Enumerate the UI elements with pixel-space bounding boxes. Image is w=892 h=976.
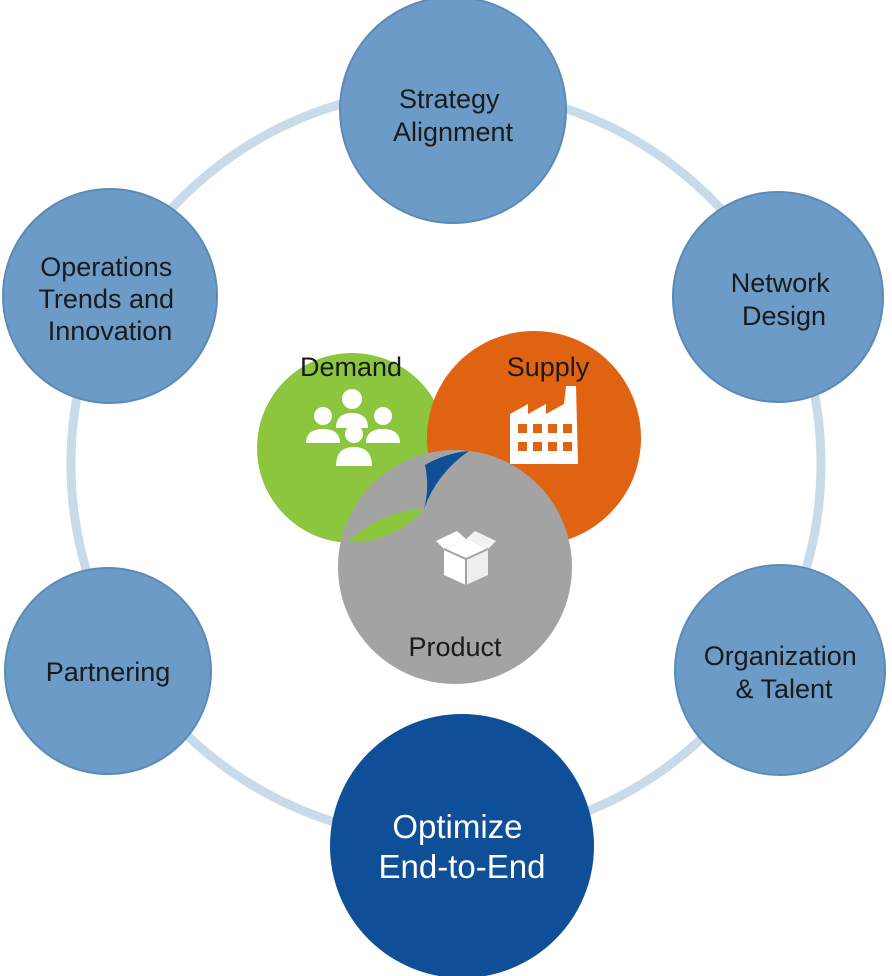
- node-network-circle: [672, 191, 884, 403]
- node-optimize-line-2: End-to-End: [379, 848, 546, 885]
- svg-text:Operations Trends and: Operations Trends and Innovation: [38, 252, 181, 346]
- node-organization-talent: Organization & Talent: [674, 564, 886, 776]
- node-organization-circle: [674, 564, 886, 776]
- venn-demand-label: Demand: [300, 352, 402, 382]
- node-optimize-line-1: Optimize: [392, 808, 522, 845]
- venn-supply-label: Supply: [507, 352, 590, 382]
- factory-icon: [510, 386, 578, 464]
- node-network-line-1: Network: [731, 268, 831, 298]
- node-operations-line-2: Trends and: [38, 284, 174, 314]
- node-operations-line-3: Innovation: [48, 316, 173, 346]
- svg-text:Optimize End-to-End: Optimize End-to-End: [379, 808, 546, 885]
- node-organization-line-1: Organization: [704, 641, 857, 671]
- node-network-design: Network Design: [672, 191, 884, 403]
- node-operations-line-1: Operations: [40, 252, 172, 282]
- svg-text:Strategy Alignment: Strategy Alignment: [393, 84, 514, 147]
- node-network-line-2: Design: [742, 301, 826, 331]
- svg-text:Network Design: Network Design: [731, 268, 838, 331]
- node-operations-trends-innovation: Operations Trends and Innovation: [2, 188, 218, 404]
- node-organization-line-2: & Talent: [735, 674, 833, 704]
- node-strategy-alignment: Strategy Alignment: [339, 0, 567, 224]
- venn-demand-product-overlap: [347, 509, 424, 543]
- node-partnering: Partnering: [4, 567, 212, 775]
- svg-text:Organization & Talent: Organization & Talent: [704, 641, 865, 704]
- node-strategy-line-2: Alignment: [393, 117, 514, 147]
- node-operations-circle: [2, 188, 218, 404]
- venn-center-overlap: [424, 451, 469, 509]
- node-strategy-circle: [339, 0, 567, 224]
- svg-text:Partnering: Partnering: [46, 657, 171, 687]
- node-partnering-line-1: Partnering: [46, 657, 171, 687]
- node-partnering-circle: [4, 567, 212, 775]
- venn-product-label: Product: [408, 632, 502, 662]
- node-strategy-line-1: Strategy: [399, 84, 500, 114]
- node-optimize-circle: [330, 714, 594, 976]
- people-group-icon: [306, 389, 400, 466]
- box-icon: [436, 531, 496, 585]
- node-optimize-end-to-end: Optimize End-to-End: [330, 714, 594, 976]
